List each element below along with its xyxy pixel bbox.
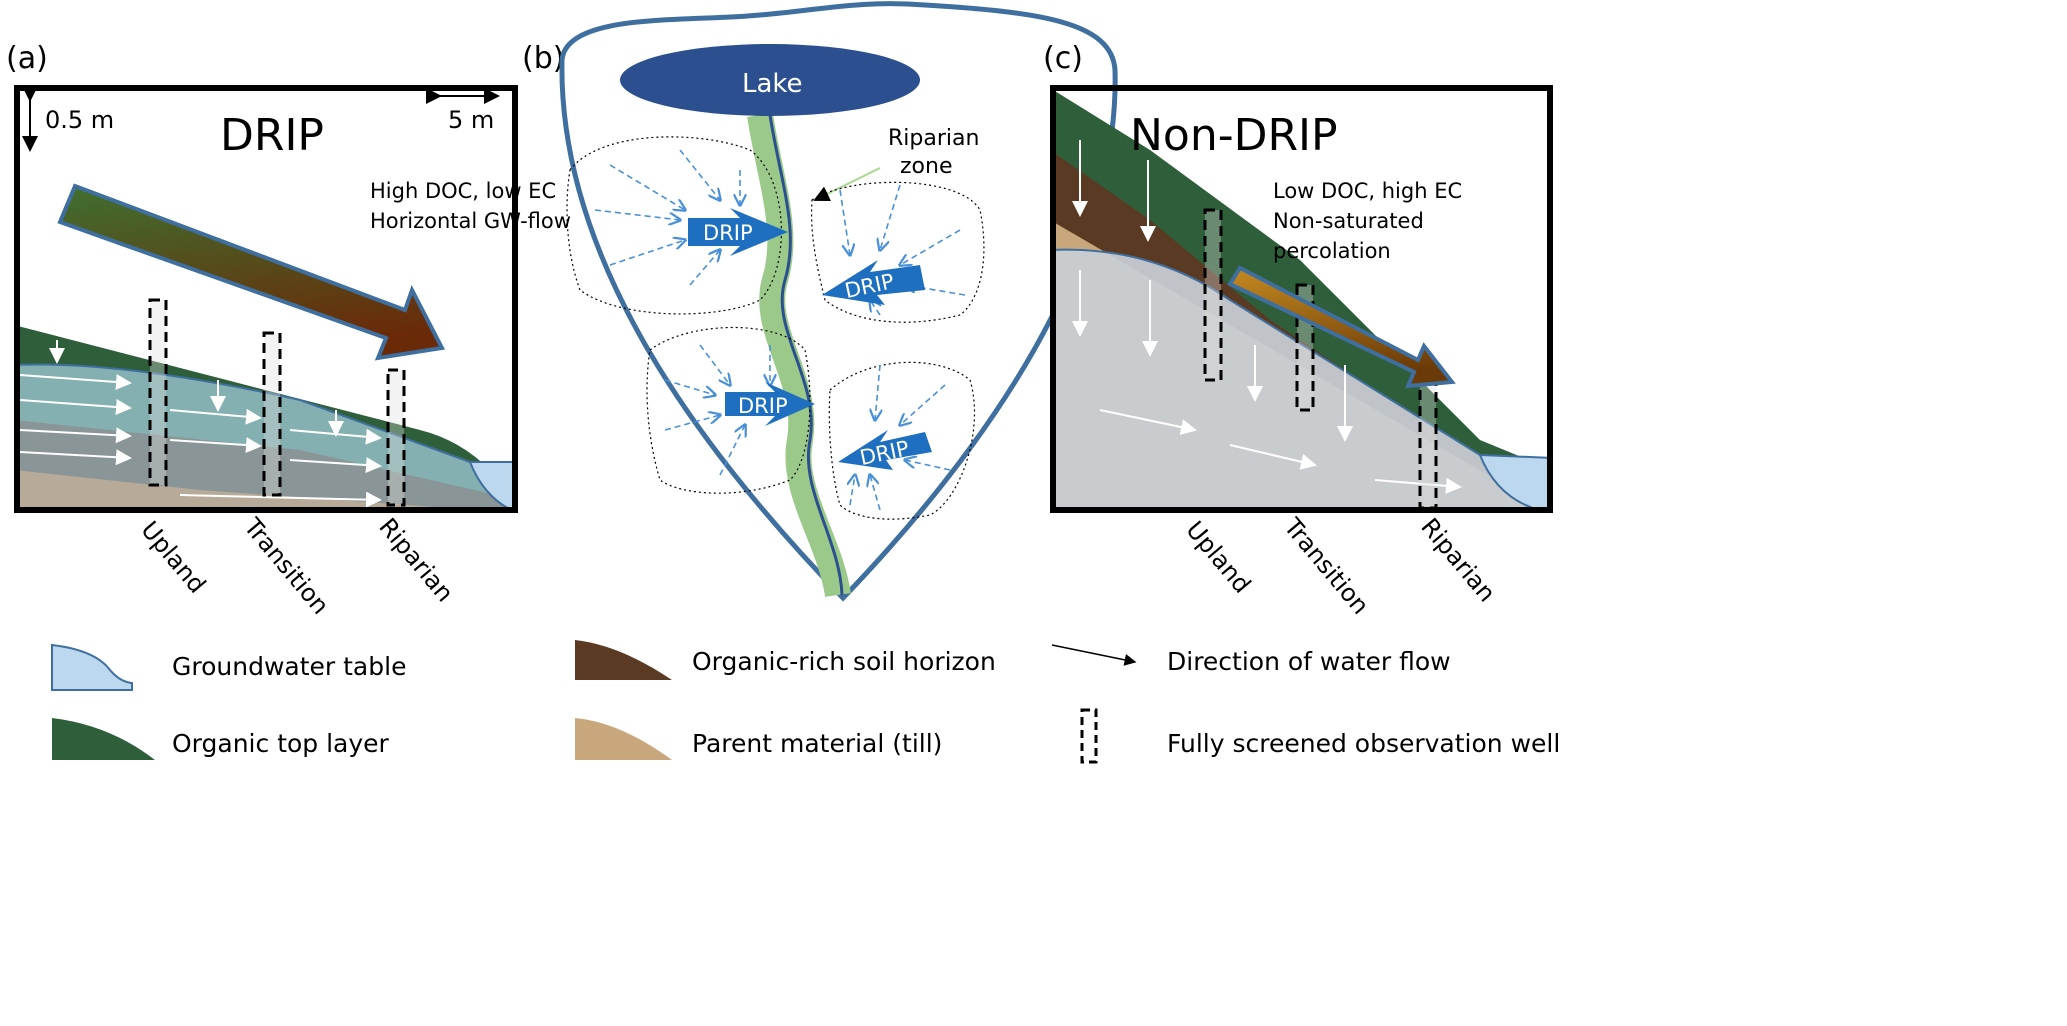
observation-well-riparian	[386, 368, 406, 507]
position-riparian-c: Riparian	[1415, 513, 1501, 607]
drip-label-3: DRIP	[738, 394, 788, 418]
panel-label-c: (c)	[1043, 41, 1083, 76]
stream-line	[768, 114, 844, 596]
panel-c-title: Non-DRIP	[1130, 110, 1338, 161]
observation-well-upland-c	[1203, 208, 1223, 382]
panel-a-frame	[14, 85, 518, 513]
panel-c: (c) Non-DRIP L	[1043, 41, 1553, 620]
position-riparian-a: Riparian	[373, 513, 459, 607]
position-transition-c: Transition	[1278, 512, 1375, 620]
panel-c-note-2: Non-saturated	[1273, 209, 1424, 233]
legend: Groundwater table Organic top layer Orga…	[51, 640, 1560, 764]
drip-flow-arrow	[57, 183, 446, 361]
legend-organic-top-layer: Organic top layer	[172, 729, 390, 758]
parent-material-swatch	[575, 718, 672, 760]
panel-b: (b) Lake Riparian zone	[522, 1, 1118, 602]
riparian-zone-label-1: Riparian	[888, 126, 979, 151]
organic-soil-swatch	[575, 640, 672, 680]
organic-top-layer-swatch	[52, 718, 155, 760]
non-drip-flow-arrow	[1227, 265, 1456, 389]
water-flow-arrows-c	[1072, 140, 1462, 494]
legend-water-flow: Direction of water flow	[1167, 647, 1451, 676]
position-transition-a: Transition	[238, 512, 335, 620]
legend-parent-material: Parent material (till)	[692, 729, 942, 758]
subsurface-flow-arrows	[594, 149, 966, 511]
lake-shape	[620, 44, 920, 116]
panel-c-note-1: Low DOC, high EC	[1273, 179, 1462, 203]
legend-organic-rich-soil: Organic-rich soil horizon	[692, 647, 996, 676]
panel-c-frame	[1050, 85, 1553, 513]
position-upland-c: Upland	[1180, 516, 1256, 599]
observation-well-swatch	[1080, 708, 1098, 764]
riparian-pointer-arrow	[813, 167, 881, 201]
panel-a: (a)	[6, 41, 571, 620]
observation-well-upland	[148, 298, 168, 487]
horizontal-scale-label: 5 m	[448, 106, 494, 134]
panel-a-note-1: High DOC, low EC	[370, 179, 556, 203]
riparian-zone-label-2: zone	[900, 154, 953, 179]
panel-a-title: DRIP	[220, 110, 324, 161]
vertical-scale-label: 0.5 m	[45, 106, 114, 134]
subcatchment-outlines	[566, 136, 985, 520]
drip-arrow-1: DRIP	[688, 208, 788, 256]
water-flow-arrow-swatch	[1051, 644, 1137, 666]
panel-c-note-3: percolation	[1273, 239, 1391, 263]
panel-label-a: (a)	[6, 41, 48, 76]
drip-label-1: DRIP	[703, 221, 753, 245]
position-upland-a: Upland	[135, 516, 211, 599]
lake-label: Lake	[742, 69, 803, 99]
water-flow-arrows	[19, 340, 382, 508]
legend-groundwater-table: Groundwater table	[172, 652, 406, 681]
drip-arrow-3: DRIP	[725, 382, 815, 426]
legend-observation-well: Fully screened observation well	[1167, 729, 1560, 758]
soil-profile-drip	[14, 298, 518, 513]
observation-well-transition	[262, 331, 282, 497]
panel-label-b: (b)	[522, 41, 564, 76]
riparian-zone-band	[747, 113, 851, 598]
groundwater-table-swatch	[51, 643, 133, 691]
panel-a-note-2: Horizontal GW-flow	[370, 209, 571, 233]
